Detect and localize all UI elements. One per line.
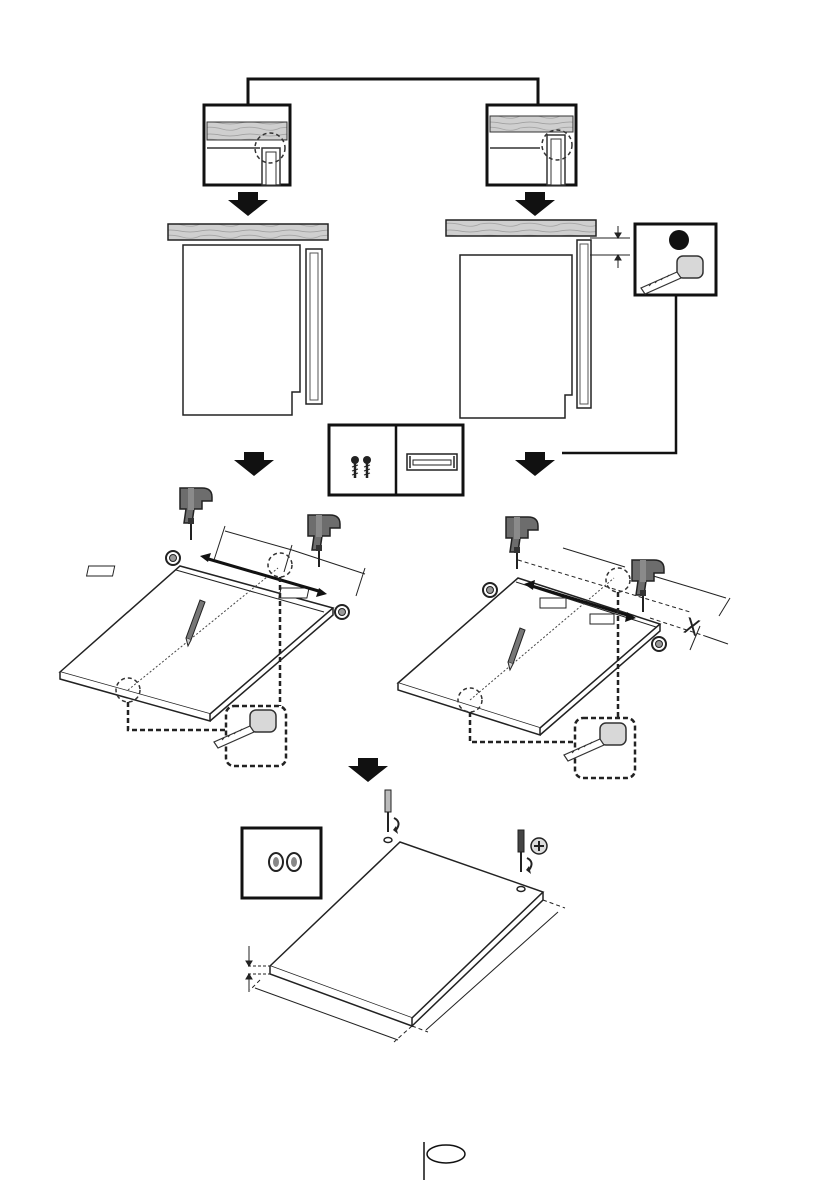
drill-icon-left-2 <box>308 515 340 567</box>
plug-icon-right-1 <box>483 583 497 597</box>
countertop-flush <box>168 224 328 240</box>
arrow-down-3 <box>234 452 274 476</box>
screwdriver-left <box>384 790 399 843</box>
zoom-circle-right-a <box>606 568 630 592</box>
language-badge <box>427 1145 465 1163</box>
arrow-down-2 <box>515 192 555 216</box>
appliance-flush <box>168 224 328 415</box>
plug-icon-left-1 <box>166 551 180 565</box>
screw-head-left <box>384 838 392 843</box>
door-panel-flush <box>306 249 322 404</box>
drill-icon-left-1 <box>180 488 212 540</box>
appliance-offset <box>446 220 630 418</box>
connector-line-top <box>248 79 538 105</box>
plug-icon-right-2 <box>652 637 666 651</box>
panel-board-right <box>398 578 660 728</box>
plug-pair-detail <box>242 828 321 898</box>
screw-head-right <box>517 887 525 892</box>
drill-icon-right-1 <box>506 517 538 569</box>
drill-icon-right-2 <box>632 560 664 612</box>
zoom-circle-left-a <box>268 553 292 577</box>
screwdriver-right <box>517 830 547 892</box>
mounting-bracket-icon <box>407 454 457 470</box>
arrow-down-1 <box>228 192 268 216</box>
door-panel-offset <box>577 240 591 408</box>
arrow-down-4 <box>515 452 555 476</box>
dimension-x-label: X <box>681 614 703 642</box>
step-flush-top <box>204 105 290 185</box>
hardware-box <box>329 425 463 495</box>
step-drill-offset: X <box>398 517 730 778</box>
plug-icon-left-2 <box>335 605 349 619</box>
step-drill-flush <box>60 488 365 766</box>
arrow-down-5 <box>348 758 388 782</box>
step-marker-dot <box>669 230 689 250</box>
countertop-offset <box>446 220 596 236</box>
phillips-icon <box>531 838 547 854</box>
step-offset-top <box>487 105 576 185</box>
